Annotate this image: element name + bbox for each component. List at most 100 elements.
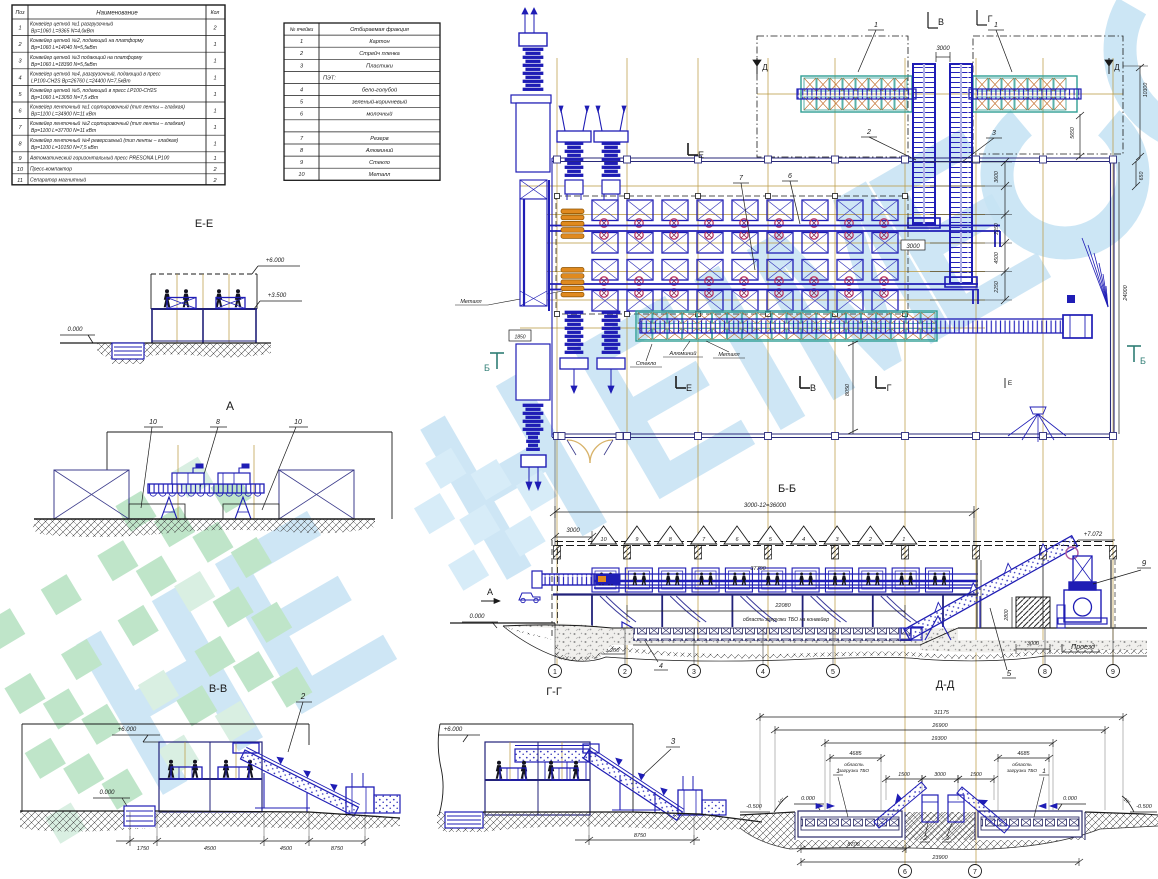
svg-text:загрузки ТБО: загрузки ТБО [838, 768, 870, 774]
svg-text:+3.500: +3.500 [268, 293, 287, 299]
svg-text:зеленый-коричневый: зеленый-коричневый [351, 99, 407, 106]
svg-text:2: 2 [212, 167, 217, 173]
svg-text:1: 1 [874, 22, 878, 29]
svg-text:Проезд: Проезд [1071, 643, 1095, 651]
svg-text:Вр=1060 L=14040 N=5,5кВт: Вр=1060 L=14040 N=5,5кВт [31, 45, 97, 51]
svg-text:9: 9 [18, 156, 21, 162]
svg-text:3000: 3000 [906, 244, 920, 250]
svg-text:Вр=1060 L=9365 N=4,0кВт: Вр=1060 L=9365 N=4,0кВт [31, 29, 94, 35]
svg-text:2: 2 [868, 537, 872, 543]
svg-text:Д-Д: Д-Д [936, 679, 955, 691]
svg-text:3: 3 [300, 63, 304, 69]
svg-text:+6.000: +6.000 [118, 727, 137, 733]
svg-text:А: А [226, 399, 234, 413]
svg-text:Г: Г [988, 14, 993, 24]
svg-text:5: 5 [18, 92, 22, 98]
svg-text:19300: 19300 [931, 736, 947, 742]
svg-text:1: 1 [213, 42, 216, 48]
svg-text:Конвейер ленточный №4 реверсив: Конвейер ленточный №4 реверсивный (тип л… [30, 137, 178, 144]
svg-text:Алюминий: Алюминий [669, 350, 697, 357]
svg-text:6: 6 [735, 537, 739, 543]
svg-text:Г: Г [887, 383, 892, 393]
svg-text:+6.000: +6.000 [444, 727, 463, 733]
svg-text:4: 4 [18, 75, 21, 81]
svg-text:24000: 24000 [1123, 284, 1129, 301]
svg-text:-0.500: -0.500 [1136, 804, 1153, 810]
svg-text:В: В [938, 17, 944, 27]
svg-text:Конвейер цепной №4, разгрузочн: Конвейер цепной №4, разгрузочный, подающ… [30, 70, 161, 77]
svg-text:Г-Г: Г-Г [546, 686, 562, 698]
svg-text:1750: 1750 [137, 846, 150, 852]
svg-text:9: 9 [300, 160, 303, 166]
svg-text:LP100-CH2S Вр=26760 L=24400 N: LP100-CH2S Вр=26760 L=24400 N=7,5кВт [31, 78, 131, 84]
svg-text:7: 7 [973, 869, 977, 876]
svg-text:В: В [810, 383, 816, 393]
svg-text:Алюминий: Алюминий [365, 147, 393, 154]
svg-text:-1.200: -1.200 [604, 648, 621, 654]
svg-text:2: 2 [623, 669, 627, 676]
svg-text:Вр=1060 L=13050 N=7,5 кВт: Вр=1060 L=13050 N=7,5 кВт [31, 95, 98, 101]
svg-text:2: 2 [17, 42, 22, 48]
svg-text:Е-Е: Е-Е [195, 218, 213, 230]
svg-text:7: 7 [300, 136, 304, 142]
svg-text:11: 11 [17, 178, 23, 184]
svg-text:2800: 2800 [1004, 609, 1010, 621]
svg-text:Пресс-компактор: Пресс-компактор [30, 166, 72, 172]
svg-text:1: 1 [553, 669, 557, 676]
svg-text:3600: 3600 [994, 171, 1000, 183]
svg-text:1: 1 [213, 142, 216, 148]
svg-text:3: 3 [692, 669, 696, 676]
svg-text:8750: 8750 [634, 833, 647, 839]
svg-text:Стекло: Стекло [369, 160, 390, 166]
svg-text:5: 5 [831, 669, 835, 676]
svg-text:2: 2 [866, 129, 871, 136]
svg-text:10: 10 [294, 419, 302, 426]
svg-text:0.000: 0.000 [469, 614, 485, 620]
svg-text:№ ячейки: № ячейки [290, 26, 314, 33]
svg-text:8: 8 [18, 142, 22, 148]
svg-text:Д: Д [1114, 63, 1120, 72]
svg-text:2: 2 [299, 51, 304, 57]
svg-text:9: 9 [1111, 669, 1115, 676]
svg-text:ПЭТ:: ПЭТ: [323, 75, 336, 81]
svg-text:Конвейер цепной №1 разгрузочны: Конвейер цепной №1 разгрузочный [30, 21, 113, 28]
svg-text:1: 1 [213, 156, 216, 162]
svg-text:Конвейер цепной №3 подающий на: Конвейер цепной №3 подающий на платформу [30, 54, 143, 61]
svg-text:10: 10 [17, 167, 24, 173]
svg-text:3000-12=36000: 3000-12=36000 [744, 503, 787, 509]
svg-text:Металл: Металл [718, 352, 739, 358]
svg-text:8700: 8700 [847, 842, 860, 848]
svg-text:0.000: 0.000 [99, 790, 115, 796]
svg-text:молочный: молочный [366, 111, 392, 118]
svg-text:Резерв: Резерв [370, 136, 388, 142]
svg-text:0.000: 0.000 [801, 796, 816, 802]
svg-text:9: 9 [1142, 559, 1147, 568]
svg-text:3000: 3000 [566, 528, 580, 534]
svg-text:6: 6 [903, 869, 907, 876]
svg-text:3: 3 [836, 537, 840, 543]
svg-text:650: 650 [1139, 172, 1145, 181]
svg-text:2: 2 [300, 692, 306, 701]
svg-text:Вр=1100 L=34900 N=11 кВт: Вр=1100 L=34900 N=11 кВт [31, 112, 96, 118]
svg-text:10°: 10° [777, 797, 786, 805]
svg-text:Металл: Металл [369, 172, 392, 178]
svg-text:5650: 5650 [1070, 127, 1076, 139]
svg-text:А: А [487, 587, 493, 597]
svg-text:4: 4 [802, 537, 805, 543]
svg-text:2250: 2250 [994, 223, 1000, 236]
svg-text:1850: 1850 [514, 335, 525, 341]
svg-text:-0.500: -0.500 [746, 804, 763, 810]
svg-text:3000: 3000 [1027, 641, 1040, 647]
svg-text:Металл: Металл [460, 299, 481, 305]
svg-text:8750: 8750 [331, 846, 344, 852]
svg-text:бело-голубой: бело-голубой [362, 87, 397, 94]
svg-text:1: 1 [213, 92, 216, 98]
svg-text:1: 1 [994, 22, 998, 29]
svg-text:7: 7 [18, 125, 22, 131]
svg-text:область загрузки ТБО на конвей: область загрузки ТБО на конвейер [743, 616, 829, 623]
svg-text:23900: 23900 [931, 855, 948, 861]
svg-text:31175: 31175 [934, 710, 950, 716]
svg-text:26900: 26900 [931, 723, 948, 729]
svg-text:Вр=1100 L=10150 N=7,5 кВт: Вр=1100 L=10150 N=7,5 кВт [31, 145, 98, 151]
svg-text:Вр=1060 L=18390 N=5,5кВт: Вр=1060 L=18390 N=5,5кВт [31, 62, 97, 68]
